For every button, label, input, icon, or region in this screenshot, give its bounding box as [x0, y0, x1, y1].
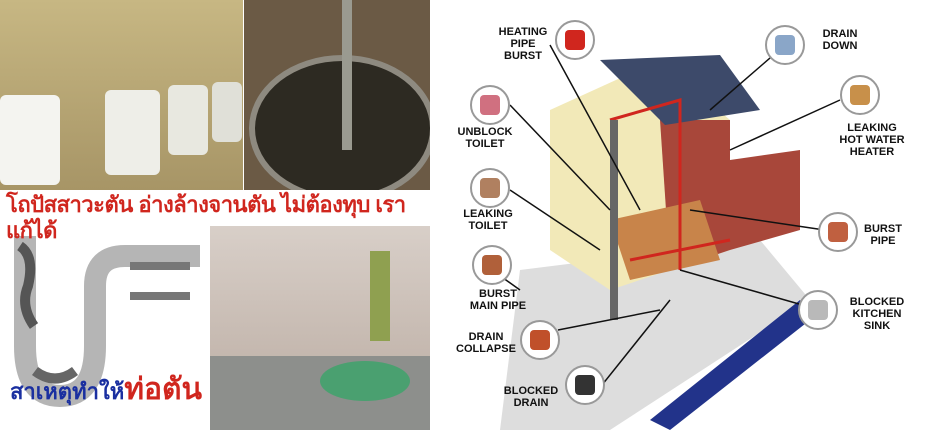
label-line: SINK [863, 320, 891, 332]
drain-collapse-icon [520, 320, 560, 360]
leaking-toilet-icon [470, 168, 510, 208]
label-line: HEATING [498, 26, 548, 38]
blocked-kitchen-sink-icon [798, 290, 838, 330]
leaking-hot-water-heater-icon [840, 75, 880, 115]
label-line: BLOCKED [503, 385, 559, 397]
label-line: KITCHEN [852, 308, 902, 320]
label-line: LEAKING [847, 122, 897, 134]
label-line: PIPE [870, 235, 896, 247]
label-line: UNBLOCK [457, 126, 513, 138]
label-line: HOT WATER [839, 134, 905, 146]
caption-cause: สาเหตุทำให้ [10, 379, 125, 404]
urinal-photo [0, 0, 243, 190]
label-line: HEATER [849, 146, 895, 158]
label-line: MAIN PIPE [469, 300, 527, 312]
label-line: BURST [479, 288, 517, 300]
label-line: BURST [504, 50, 542, 62]
kitchen-sink-photo [210, 226, 430, 430]
label-line: COLLAPSE [456, 343, 516, 355]
label-line: PIPE [510, 38, 536, 50]
label-line: LEAKING [463, 208, 513, 220]
burst-main-pipe-icon [472, 245, 512, 285]
label-line: BURST [864, 223, 902, 235]
burst-pipe-icon [818, 212, 858, 252]
label-line: TOILET [468, 220, 508, 232]
label-line: DRAIN [513, 397, 549, 409]
label-line: DRAIN [822, 28, 858, 40]
drain-pipe-photo [244, 0, 430, 190]
headline: โถปัสสาวะตัน อ่างล้างจานตัน ไม่ต้องทุบ เ… [6, 192, 406, 243]
heating-pipe-burst-icon [555, 20, 595, 60]
unblock-toilet-icon [470, 85, 510, 125]
label-line: TOILET [465, 138, 505, 150]
label-line: DRAIN [468, 331, 504, 343]
blocked-drain-icon [565, 365, 605, 405]
caption-clogged-pipe: ท่อตัน [124, 373, 202, 406]
label-line: DOWN [822, 40, 858, 52]
drain-down-icon [765, 25, 805, 65]
clogged-pipe-illustration: สาเหตุทำให้ท่อตัน [0, 226, 210, 430]
label-line: BLOCKED [849, 296, 905, 308]
